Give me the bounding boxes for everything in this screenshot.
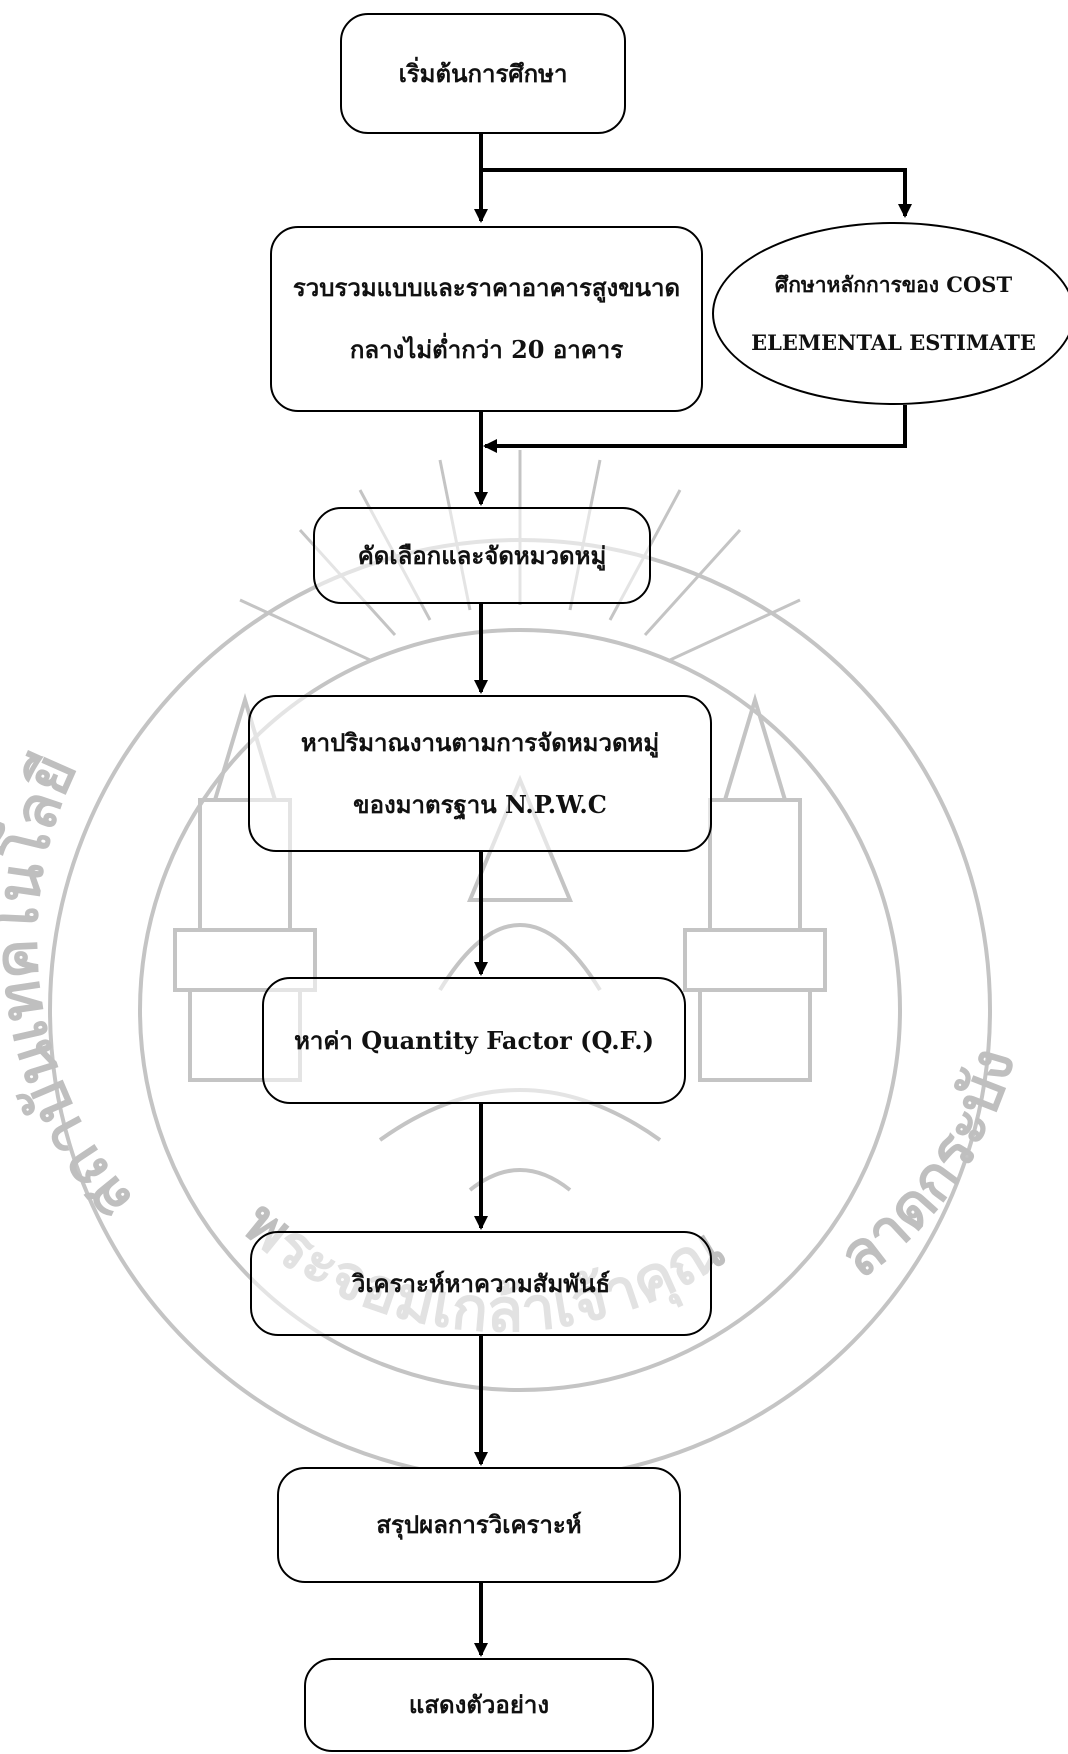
node-quantity-line-2: ของมาตรฐาน N.P.W.C bbox=[353, 789, 607, 819]
node-quantity-line-1: หาปริมาณงานตามการจัดหมวดหมู่ bbox=[300, 727, 660, 757]
node-collect-line-1: รวบรวมแบบและราคาอาคารสูงขนาด bbox=[292, 273, 681, 302]
node-select-line-1: คัดเลือกและจัดหมวดหมู่ bbox=[357, 540, 607, 570]
seal-right-tower-icon bbox=[683, 693, 827, 1082]
node-analyze-relationship: วิเคราะห์หาความสัมพันธ์ bbox=[250, 1231, 712, 1336]
node-example-line-1: แสดงตัวอย่าง bbox=[408, 1690, 550, 1719]
node-collect-designs: รวบรวมแบบและราคาอาคารสูงขนาด กลางไม่ต่ำก… bbox=[270, 226, 703, 412]
node-start: เริ่มต้นการศึกษา bbox=[340, 13, 626, 134]
node-quantity-npwc: หาปริมาณงานตามการจัดหมวดหมู่ ของมาตรฐาน … bbox=[248, 695, 712, 852]
node-select-classify: คัดเลือกและจัดหมวดหมู่ bbox=[313, 507, 651, 604]
arrow-study-merge bbox=[483, 405, 907, 453]
node-study-cost-elemental: ศึกษาหลักการของ COST ELEMENTAL ESTIMATE bbox=[712, 222, 1068, 405]
node-study-line-1: ศึกษาหลักการของ COST bbox=[774, 271, 1013, 297]
node-summary: สรุปผลการวิเคราะห์ bbox=[277, 1467, 681, 1583]
node-show-example: แสดงตัวอย่าง bbox=[304, 1658, 654, 1752]
node-start-line-1: เริ่มต้นการศึกษา bbox=[398, 58, 568, 88]
node-collect-line-2: กลางไม่ต่ำกว่า 20 อาคาร bbox=[349, 335, 624, 364]
node-study-line-2: ELEMENTAL ESTIMATE bbox=[751, 329, 1036, 355]
arrow-start-to-study bbox=[481, 168, 912, 218]
node-analyze-line-1: วิเคราะห์หาความสัมพันธ์ bbox=[351, 1268, 611, 1298]
seal-inner-ring bbox=[138, 628, 902, 1392]
node-qf-line-1: หาค่า Quantity Factor (Q.F.) bbox=[294, 1025, 654, 1055]
node-summary-line-1: สรุปผลการวิเคราะห์ bbox=[376, 1510, 582, 1539]
node-quantity-factor: หาค่า Quantity Factor (Q.F.) bbox=[262, 977, 686, 1104]
